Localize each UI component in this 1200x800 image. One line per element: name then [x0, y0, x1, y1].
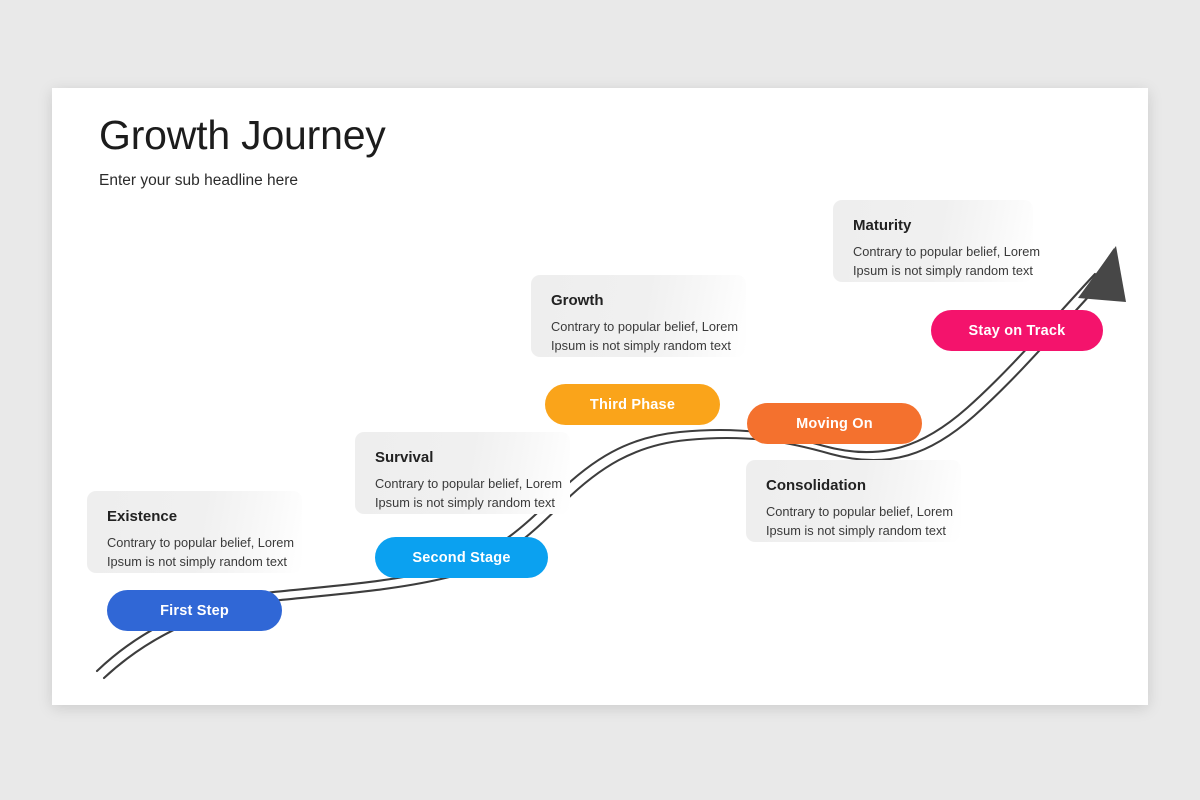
- card-line-1: Contrary to popular belief, Lorem: [766, 504, 954, 519]
- card-line-2: Ipsum is not simply random text: [551, 337, 731, 353]
- step-pill-label: Third Phase: [589, 396, 676, 413]
- card-line-1: Contrary to popular belief, Lorem: [107, 535, 295, 550]
- growth-arrow: [95, 246, 1126, 680]
- step-pill-label: Second Stage: [412, 549, 511, 566]
- step-pill-third-phase[interactable]: Third Phase: [545, 384, 720, 425]
- step-pill-second-stage[interactable]: Second Stage: [375, 537, 548, 578]
- step-pill-label: Moving On: [796, 415, 873, 432]
- card-title-consolidation: Consolidation: [766, 477, 866, 494]
- card-line-2: Ipsum is not simply random text: [107, 553, 287, 569]
- card-maturity: Maturity Contrary to popular belief, Lor…: [833, 200, 1041, 282]
- card-line-1: Contrary to popular belief, Lorem: [375, 476, 563, 491]
- card-line-2: Ipsum is not simply random text: [853, 262, 1033, 278]
- card-title-maturity: Maturity: [853, 217, 912, 234]
- card-consolidation: Consolidation Contrary to popular belief…: [746, 460, 961, 542]
- card-existence: Existence Contrary to popular belief, Lo…: [87, 491, 302, 573]
- step-pill-stay-on-track[interactable]: Stay on Track: [931, 310, 1103, 351]
- card-survival: Survival Contrary to popular belief, Lor…: [355, 432, 570, 514]
- card-title-growth: Growth: [551, 292, 604, 309]
- card-line-2: Ipsum is not simply random text: [375, 494, 555, 510]
- presentation-slide: Growth Journey Enter your sub headline h…: [52, 88, 1148, 705]
- step-pill-label: First Step: [160, 602, 229, 619]
- card-line-2: Ipsum is not simply random text: [766, 522, 946, 538]
- card-title-survival: Survival: [375, 449, 434, 466]
- step-pill-first-step[interactable]: First Step: [107, 590, 282, 631]
- page-title: Growth Journey: [99, 112, 386, 158]
- card-line-1: Contrary to popular belief, Lorem: [551, 319, 739, 334]
- card-growth: Growth Contrary to popular belief, Lorem…: [531, 275, 746, 357]
- page-subtitle: Enter your sub headline here: [99, 172, 299, 189]
- card-line-1: Contrary to popular belief, Lorem: [853, 244, 1041, 259]
- card-title-existence: Existence: [107, 508, 178, 525]
- step-pill-label: Stay on Track: [968, 322, 1066, 339]
- step-pill-moving-on[interactable]: Moving On: [747, 403, 922, 444]
